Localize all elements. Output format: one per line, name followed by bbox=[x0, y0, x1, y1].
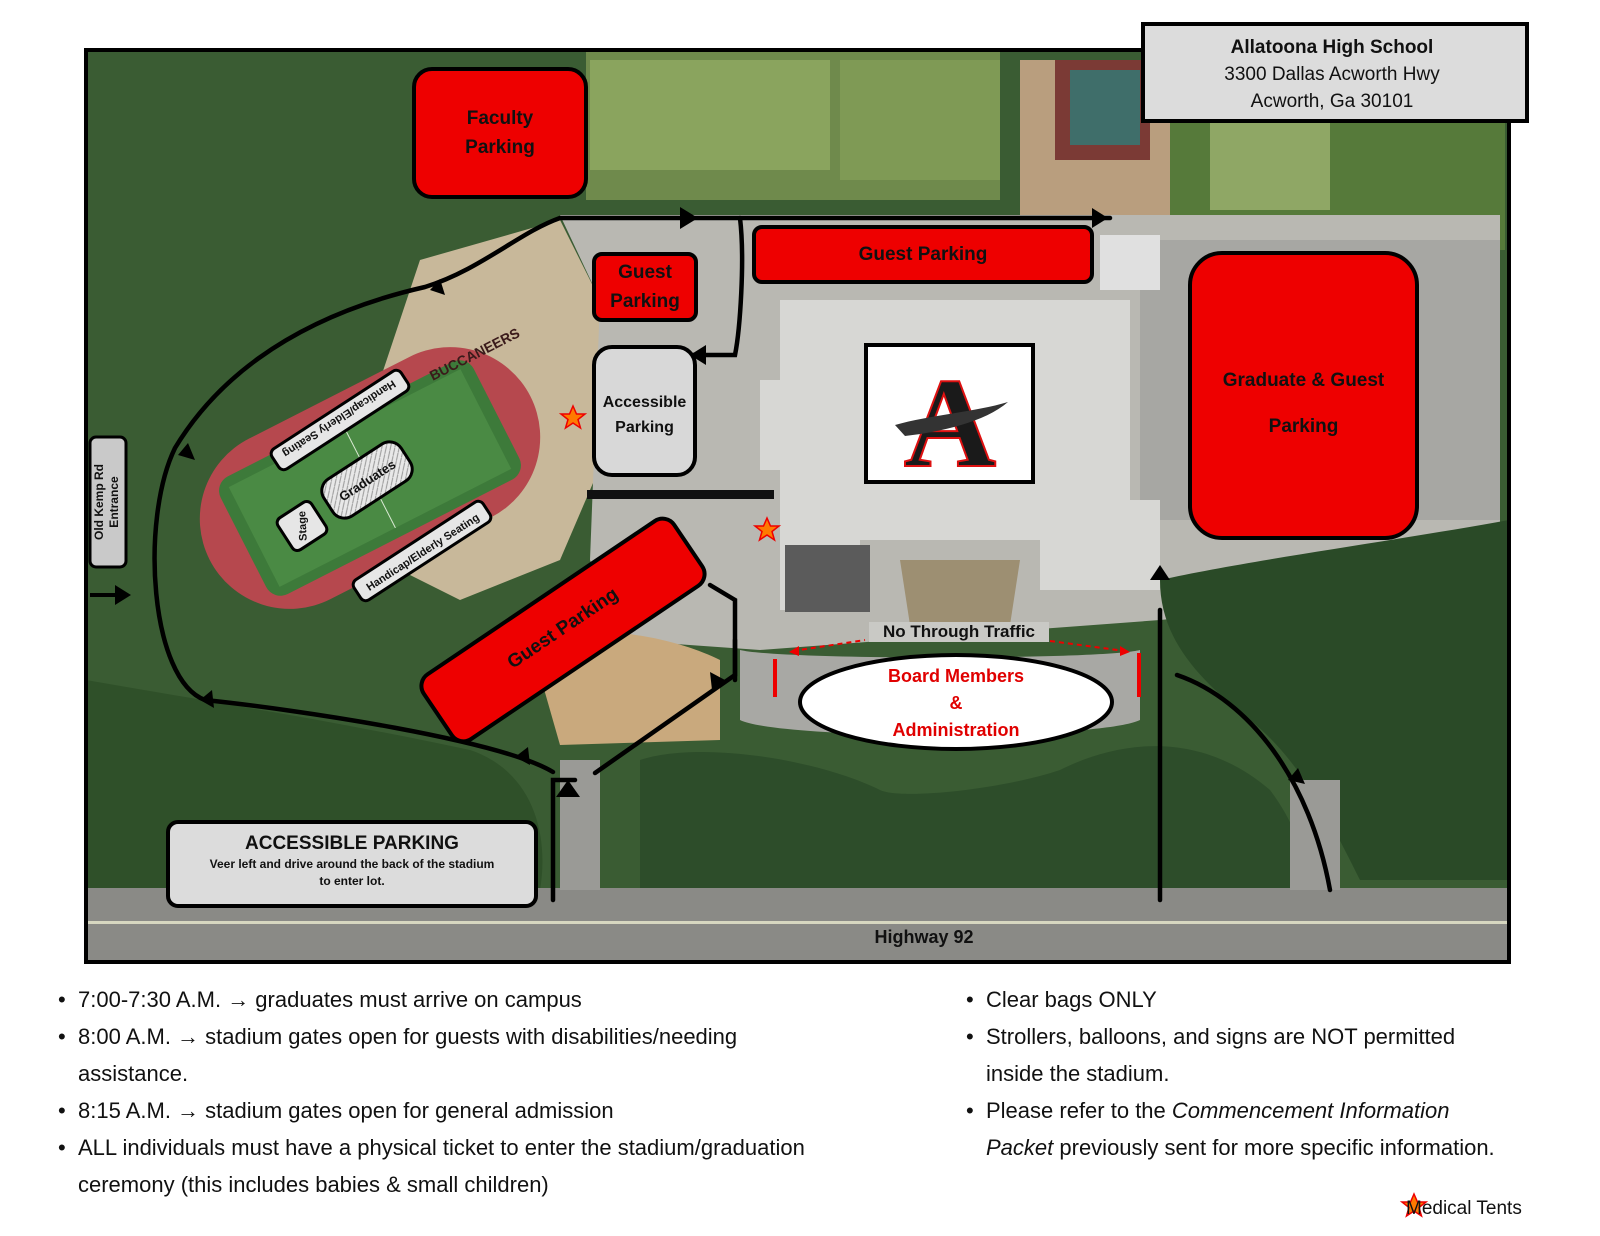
medical-tent-star-icon bbox=[1399, 1192, 1429, 1218]
highway-label: Highway 92 bbox=[874, 927, 974, 947]
note-item: 7:00-7:30 A.M. → graduates must arrive o… bbox=[58, 981, 958, 1018]
guest-parking-lower-zone bbox=[419, 516, 707, 744]
note-italic: Packet bbox=[986, 1135, 1054, 1160]
arrow-right-icon bbox=[1092, 208, 1108, 228]
note-item: Strollers, balloons, and signs are NOT p… bbox=[966, 1018, 1596, 1092]
entrance-line2: Entrance bbox=[107, 476, 121, 528]
parking-zones bbox=[412, 67, 1419, 751]
note-text: Clear bags ONLY bbox=[986, 987, 1157, 1012]
note-item: ALL individuals must have a physical tic… bbox=[58, 1129, 958, 1203]
note-text: Strollers, balloons, and signs are NOT p… bbox=[986, 1024, 1456, 1049]
arrow-up-icon bbox=[430, 279, 445, 295]
address-line1: 3300 Dallas Acworth Hwy bbox=[1224, 64, 1440, 85]
no-through-markers bbox=[773, 639, 1141, 697]
note-text: inside the stadium. bbox=[986, 1061, 1170, 1086]
note-item: Clear bags ONLY bbox=[966, 981, 1596, 1018]
note-item: 8:15 A.M. → stadium gates open for gener… bbox=[58, 1092, 958, 1129]
no-through-traffic-label: No Through Traffic bbox=[869, 622, 1049, 642]
note-text: ALL individuals must have a physical tic… bbox=[78, 1135, 805, 1160]
board-members-line2: & bbox=[949, 693, 963, 713]
arrow-left-icon bbox=[515, 747, 530, 765]
graduate-guest-parking-label: Graduate & Guest Parking bbox=[1190, 358, 1417, 450]
board-members-line1: Board Members bbox=[887, 666, 1025, 686]
medical-tents bbox=[558, 404, 1429, 1218]
arrow-left-icon bbox=[690, 345, 706, 365]
accessible-note-line2: to enter lot. bbox=[319, 874, 385, 888]
accessible-note-box bbox=[166, 820, 538, 908]
note-text: assistance. bbox=[78, 1061, 189, 1086]
accessible-parking-line1: Accessible bbox=[602, 394, 687, 411]
faculty-parking-zone bbox=[412, 67, 588, 199]
note-text: ceremony (this includes babies & small c… bbox=[78, 1172, 549, 1197]
notes-right: Clear bags ONLY Strollers, balloons, and… bbox=[966, 981, 1596, 1166]
arrow-up-icon bbox=[1150, 565, 1170, 580]
note-text: 7:00-7:30 A.M. → graduates must arrive o… bbox=[78, 987, 582, 1012]
board-members-label: Board Members & Administration bbox=[800, 663, 1112, 744]
traffic-routes bbox=[152, 215, 1333, 903]
accessible-note-line1: Veer left and drive around the back of t… bbox=[209, 857, 495, 871]
medical-tent-star-icon bbox=[752, 516, 782, 542]
address-block: Allatoona High School 3300 Dallas Acwort… bbox=[1146, 34, 1518, 115]
accessible-parking-zone bbox=[592, 345, 697, 477]
graduate-guest-line1: Graduate & Guest bbox=[1222, 370, 1385, 391]
accessible-note: ACCESSIBLE PARKING Veer left and drive a… bbox=[168, 832, 536, 890]
note-text: Please refer to the bbox=[986, 1098, 1172, 1123]
arrow-right-icon bbox=[115, 585, 131, 605]
guest-parking-small-line1: Guest bbox=[618, 262, 672, 283]
arrow-right-icon bbox=[680, 207, 698, 229]
entrance-sign: Old Kemp Rd Entrance bbox=[88, 435, 128, 569]
accessible-note-title: ACCESSIBLE PARKING bbox=[245, 833, 459, 854]
road-barrier bbox=[587, 490, 774, 499]
school-name: Allatoona High School bbox=[1230, 37, 1434, 58]
school-logo: A bbox=[864, 343, 1035, 495]
medical-tent-star-icon bbox=[558, 404, 588, 430]
board-members-line3: Administration bbox=[892, 720, 1020, 740]
note-italic: Commencement Information bbox=[1171, 1098, 1450, 1123]
note-item: Please refer to the Commencement Informa… bbox=[966, 1092, 1596, 1166]
board-members-zone bbox=[798, 653, 1114, 751]
note-text: 8:00 A.M. → stadium gates open for guest… bbox=[78, 1024, 738, 1049]
route-arrows bbox=[115, 207, 1305, 797]
stage-label: Stage bbox=[296, 511, 310, 542]
accessible-parking-line2: Parking bbox=[615, 419, 674, 436]
map-frame bbox=[84, 48, 1511, 964]
guest-parking-small-line2: Parking bbox=[610, 291, 680, 312]
accessible-parking-label: Accessible Parking bbox=[594, 390, 695, 440]
graduate-guest-parking-zone bbox=[1188, 251, 1419, 540]
entrance-line1: Old Kemp Rd bbox=[92, 464, 106, 540]
arrow-right-icon bbox=[710, 672, 725, 690]
note-text: 8:15 A.M. → stadium gates open for gener… bbox=[78, 1098, 614, 1123]
faculty-parking-label: Faculty Parking bbox=[414, 104, 586, 162]
arrow-up-icon bbox=[178, 443, 195, 460]
faculty-parking-line2: Parking bbox=[465, 137, 535, 158]
arrow-left-icon bbox=[200, 690, 214, 708]
address-box bbox=[1141, 22, 1529, 123]
address-line2: Acworth, Ga 30101 bbox=[1250, 91, 1414, 112]
legend-medical-tents: Medical Tents bbox=[1406, 1198, 1522, 1219]
guest-parking-small-zone bbox=[592, 252, 698, 322]
guest-parking-top-label: Guest Parking bbox=[858, 244, 988, 265]
notes-left: 7:00-7:30 A.M. → graduates must arrive o… bbox=[58, 981, 958, 1203]
graduate-guest-line2: Parking bbox=[1268, 416, 1339, 437]
guest-parking-small-label: Guest Parking bbox=[594, 258, 696, 316]
arrow-up-icon bbox=[556, 780, 580, 797]
note-text: previously sent for more specific inform… bbox=[1053, 1135, 1495, 1160]
guest-parking-top-zone bbox=[752, 225, 1094, 284]
note-item: 8:00 A.M. → stadium gates open for guest… bbox=[58, 1018, 958, 1092]
faculty-parking-line1: Faculty bbox=[466, 108, 534, 129]
arrow-up-icon bbox=[1288, 768, 1305, 784]
